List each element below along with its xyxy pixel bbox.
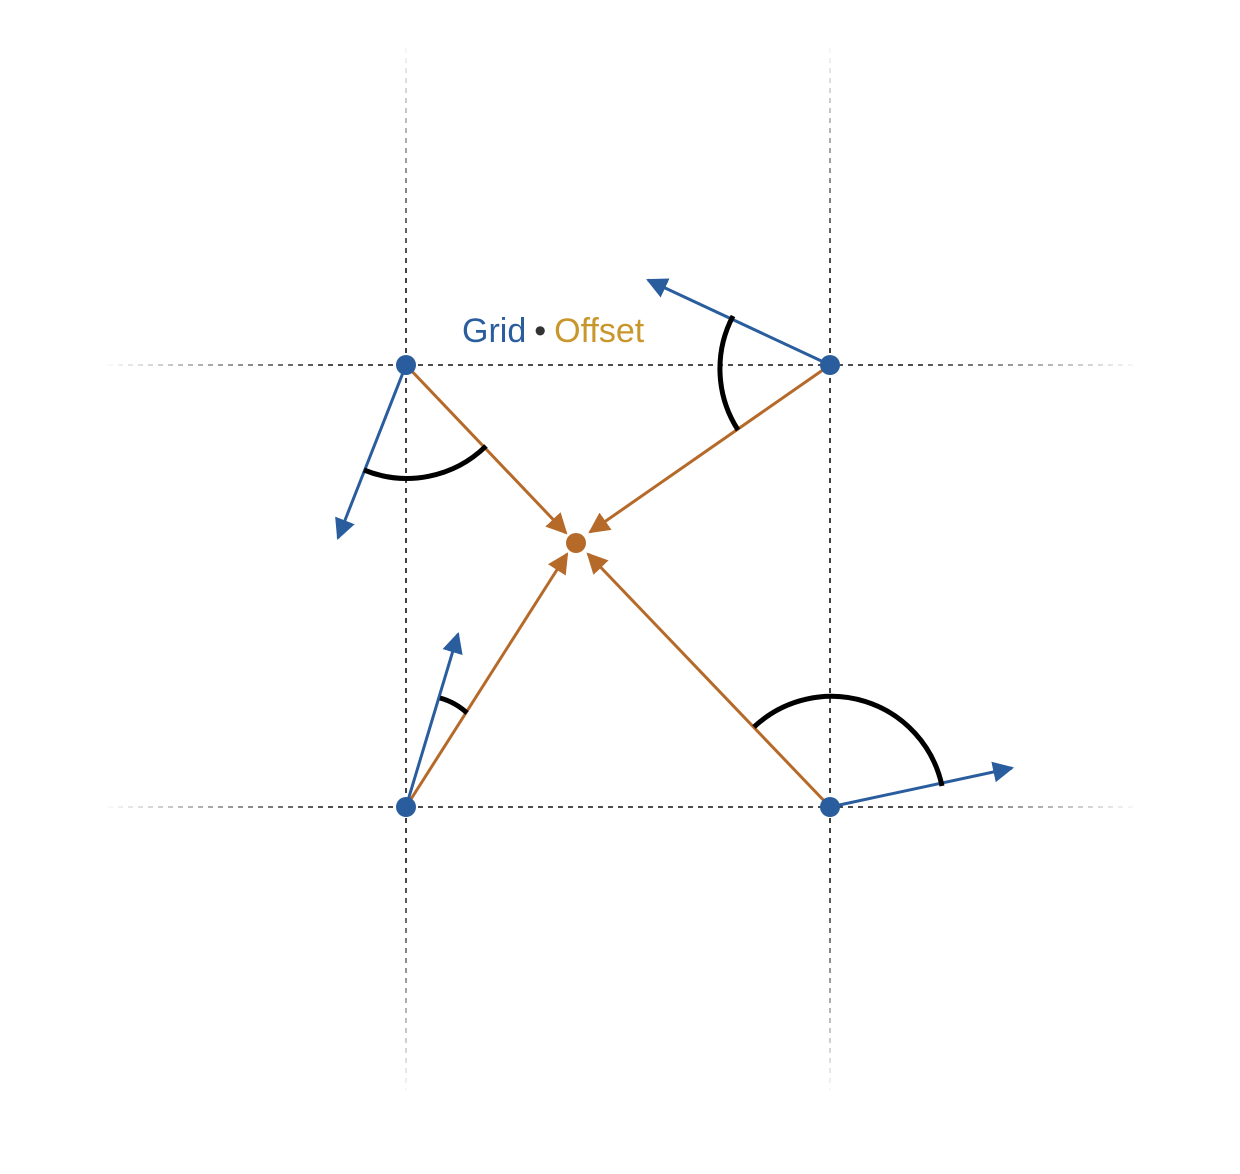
offset-vector-bottom-left — [404, 552, 569, 808]
gradient-vector-bottom-left — [404, 631, 463, 808]
angle-arc-bottom-left — [439, 695, 469, 715]
angle-arc-top-left — [363, 444, 488, 481]
grid-point-top-right — [820, 355, 840, 375]
fade-vertical — [820, 40, 840, 1100]
gradient-vector-top-left — [335, 364, 408, 540]
sample-point — [566, 533, 586, 553]
grid-points — [396, 355, 840, 817]
gradient-vector-top-right — [646, 278, 831, 367]
gradient-vector-bottom-right — [829, 761, 1015, 809]
grid-point-top-left — [396, 355, 416, 375]
angle-arcs — [363, 314, 945, 787]
legend-separator: • — [534, 312, 547, 350]
legend-offset-label: Offset — [554, 312, 645, 350]
legend: Grid•Offset — [462, 311, 644, 351]
angle-arc-top-right — [717, 314, 741, 432]
fade-horizontal — [100, 355, 1144, 375]
fade-horizontal — [100, 797, 1144, 817]
grid-point-bottom-right — [820, 797, 840, 817]
fade-vertical — [396, 40, 416, 1100]
gradient-vectors — [335, 278, 1015, 809]
legend-grid-label: Grid — [462, 312, 527, 350]
offset-vectors — [404, 363, 832, 809]
angle-arc-bottom-right — [752, 693, 945, 787]
grid-lines — [108, 48, 1135, 1090]
offset-vector-top-right — [588, 363, 831, 534]
offset-vector-bottom-right — [586, 552, 832, 809]
grid-point-bottom-left — [396, 797, 416, 817]
